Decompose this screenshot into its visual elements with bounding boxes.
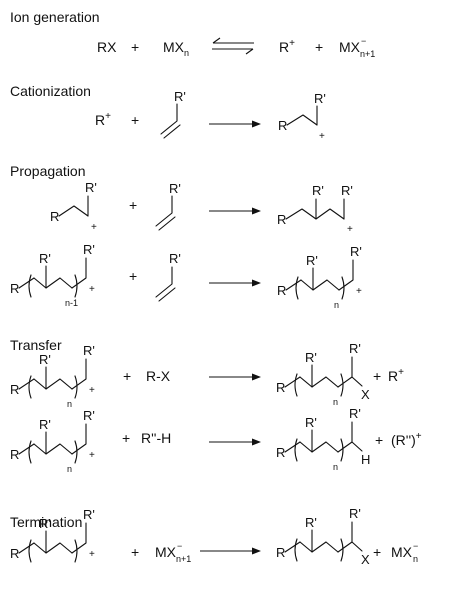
polymer-cation-structure: R' + n	[9, 408, 95, 474]
svg-text:n: n	[334, 300, 339, 310]
svg-text:+: +	[89, 450, 95, 461]
heading-propagation: Propagation	[10, 163, 86, 179]
svg-text:−: −	[177, 541, 182, 551]
svg-text:+: +	[89, 549, 95, 560]
svg-text:R: R	[277, 212, 286, 227]
reaction-arrow	[200, 547, 261, 555]
reaction-arrow	[209, 120, 261, 128]
plus-sign: +	[131, 544, 139, 560]
polymer-cation-structure: R' + n	[9, 343, 95, 409]
plus-sign: +	[315, 39, 323, 55]
svg-text:n: n	[333, 397, 338, 407]
svg-text:n: n	[67, 399, 72, 409]
plus-sign: +	[129, 197, 137, 213]
heading-ion-generation: Ion generation	[10, 9, 100, 25]
carbocation-product: R+	[279, 38, 295, 55]
svg-text:MX: MX	[391, 544, 413, 560]
plus-sign: +	[131, 39, 139, 55]
svg-text:+: +	[347, 224, 353, 235]
svg-text:R': R'	[83, 242, 95, 257]
heading-cationization: Cationization	[10, 83, 91, 99]
hydride-terminated-polymer-structure: R' H n	[275, 406, 370, 472]
transfer-agent-rh: R''-H	[141, 430, 171, 446]
transfer-agent-rx: R-X	[146, 368, 171, 384]
svg-text:MX: MX	[155, 544, 177, 560]
carbocation-reagent: R+	[95, 111, 111, 128]
reaction-arrow	[209, 207, 261, 215]
plus-sign: +	[122, 430, 130, 446]
monomer-structure: R'	[160, 89, 186, 139]
svg-text:R': R'	[83, 507, 95, 522]
svg-text:−: −	[413, 541, 418, 551]
svg-text:X: X	[361, 552, 370, 567]
counterion-reagent: MX − n+1	[155, 541, 191, 564]
transferred-cation: (R'')+	[391, 431, 422, 448]
dimer-cation-structure: R R' R' +	[277, 183, 353, 235]
svg-text:+: +	[89, 385, 95, 396]
svg-text:R: R	[50, 209, 59, 224]
reaction-arrow	[209, 373, 261, 381]
metal-halide-product: MX − n	[391, 541, 418, 564]
svg-text:R': R'	[349, 406, 361, 421]
svg-text:R: R	[278, 118, 287, 133]
svg-text:R': R'	[83, 343, 95, 358]
polymer-cation-structure: R' +	[9, 507, 95, 563]
svg-text:X: X	[361, 387, 370, 402]
cation-product-structure: R R' +	[278, 91, 326, 142]
svg-text:+: +	[319, 131, 325, 142]
svg-text:R': R'	[174, 89, 186, 104]
halide-terminated-polymer-structure: R' X n	[275, 341, 370, 407]
plus-sign: +	[131, 112, 139, 128]
reaction-arrow	[209, 279, 261, 287]
svg-text:R': R'	[83, 408, 95, 423]
carbocation-product: R+	[388, 367, 404, 384]
plus-sign: +	[373, 544, 381, 560]
svg-text:R': R'	[350, 244, 362, 259]
plus-sign: +	[129, 268, 137, 284]
svg-text:n-1: n-1	[65, 298, 78, 308]
oligomer-cation-structure: R' + n-1	[9, 242, 95, 308]
heading-transfer: Transfer	[10, 337, 62, 353]
svg-text:+: +	[89, 284, 95, 295]
plus-sign: +	[375, 432, 383, 448]
svg-text:+: +	[91, 222, 97, 233]
counterion-product: MX − n+1	[339, 36, 375, 59]
svg-text:R': R'	[169, 181, 181, 196]
svg-text:n: n	[333, 462, 338, 472]
svg-text:n: n	[67, 464, 72, 474]
cation-reagent-structure: R R' +	[50, 180, 97, 233]
svg-text:R': R'	[341, 183, 353, 198]
mxn-reagent: MXn	[163, 39, 189, 58]
svg-text:n+1: n+1	[176, 554, 191, 564]
svg-text:MX: MX	[339, 39, 361, 55]
plus-sign: +	[123, 368, 131, 384]
svg-text:H: H	[361, 452, 370, 467]
monomer-structure: R'	[155, 251, 181, 302]
svg-text:R': R'	[169, 251, 181, 266]
svg-text:+: +	[356, 286, 362, 297]
svg-text:R': R'	[349, 506, 361, 521]
monomer-structure: R'	[155, 181, 181, 231]
svg-text:R': R'	[85, 180, 97, 195]
svg-text:−: −	[361, 36, 366, 46]
svg-text:R': R'	[349, 341, 361, 356]
svg-text:R': R'	[314, 91, 326, 106]
rx-reagent: RX	[97, 39, 117, 55]
svg-text:R': R'	[312, 183, 324, 198]
equilibrium-arrow	[212, 37, 254, 55]
terminated-polymer-structure: R' X	[275, 506, 370, 567]
polymer-cation-structure: R' + n	[276, 244, 362, 310]
reaction-arrow	[209, 438, 261, 446]
svg-text:n: n	[413, 554, 418, 564]
plus-sign: +	[373, 368, 381, 384]
svg-text:n+1: n+1	[360, 49, 375, 59]
